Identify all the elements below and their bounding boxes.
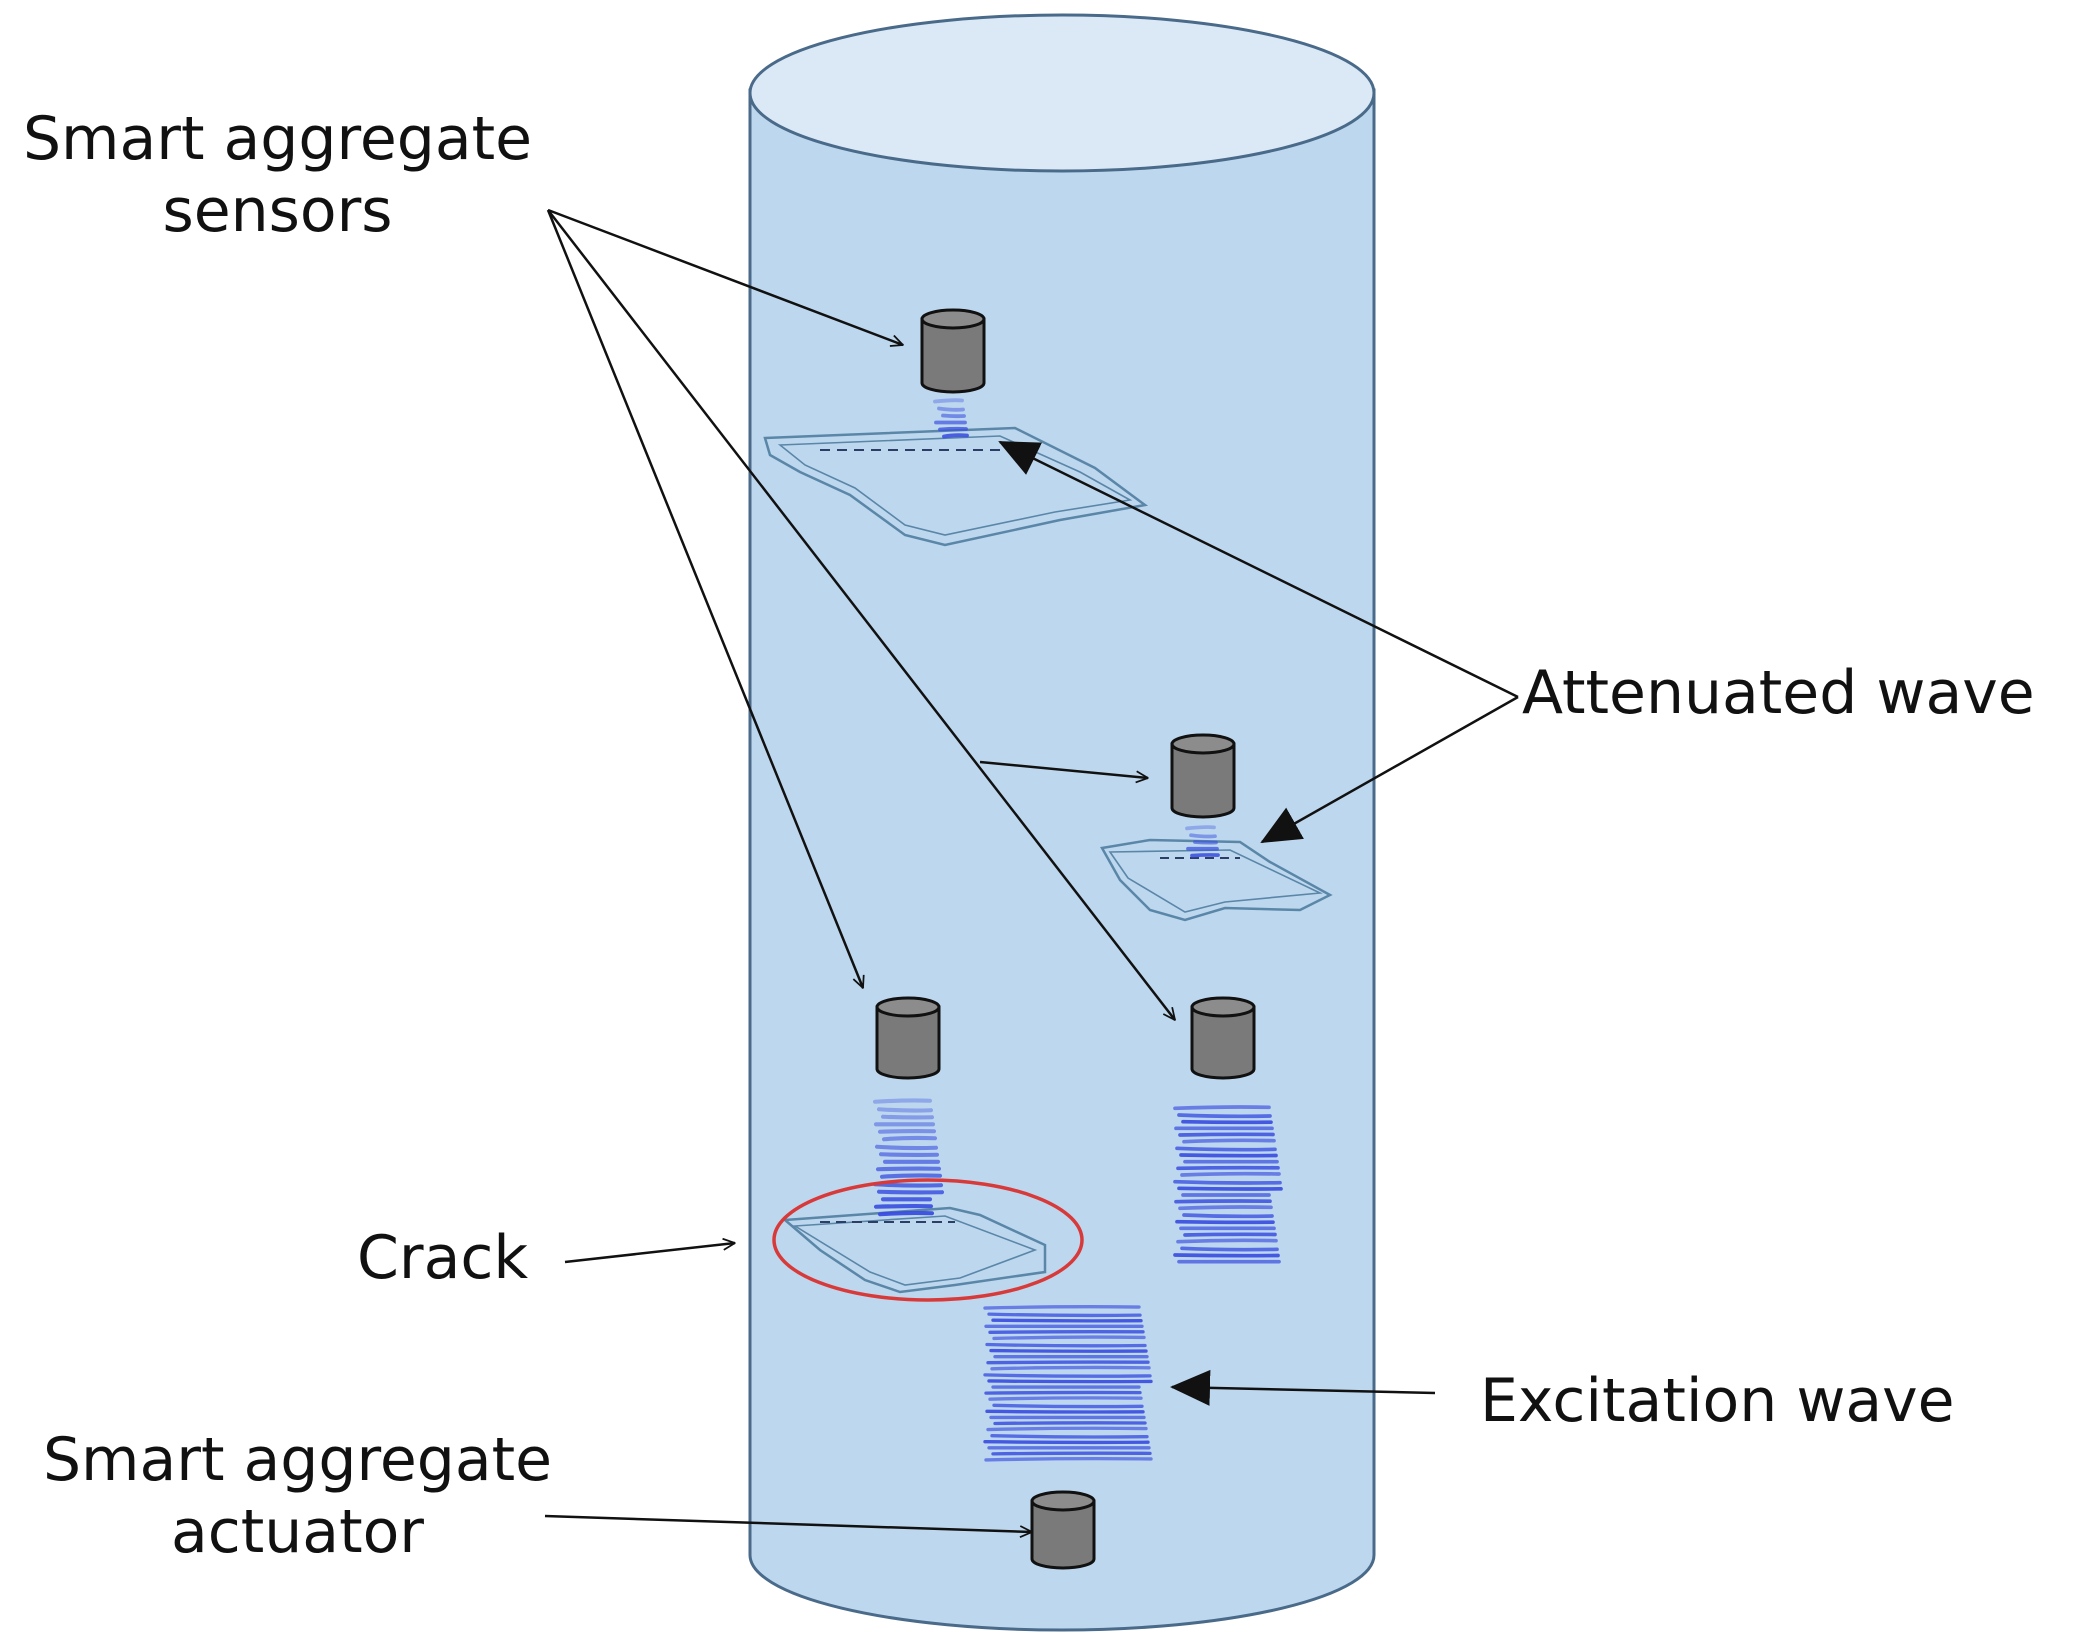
wave-bottom-left (872, 1098, 945, 1217)
sensor-bottom-left (875, 996, 941, 1080)
arrow-attenuated-middle (1260, 695, 1519, 844)
column-top (748, 13, 1376, 173)
arrow-to-sensor-top (547, 208, 903, 345)
cylinder-sensor-icon (1190, 996, 1256, 1080)
sensor-middle (1170, 733, 1236, 819)
arrow-to-sensor-middle (979, 760, 1148, 778)
wave-signals (872, 398, 1283, 1462)
crack-bottom (781, 1206, 1047, 1294)
arrow-to-sensor-bottom-left (546, 209, 863, 988)
cylinder-sensor-icon (920, 308, 986, 394)
excitation-wave-label: Excitation wave (1480, 1366, 1955, 1436)
arrow-attenuated-top (998, 440, 1519, 699)
sensors-label-line1: Smart aggregate (22, 104, 533, 174)
wave-top (933, 398, 969, 439)
crack-label: Crack (357, 1223, 529, 1293)
arrow-actuator (544, 1514, 1032, 1532)
sensor-top (920, 308, 986, 394)
cylinder-actuator-icon (1030, 1490, 1096, 1570)
cylinder-sensor-icon (875, 996, 941, 1080)
cracks (763, 426, 1333, 1294)
sensors-label-line2: sensors (162, 176, 393, 246)
attenuated-wave-label: Attenuated wave (1522, 658, 2035, 728)
actuator-label-line2: actuator (171, 1497, 424, 1567)
column-body (748, 88, 1376, 1632)
actuator-label-line1: Smart aggregate (42, 1425, 553, 1495)
sensor-bottom-right (1190, 996, 1256, 1080)
wave-middle (1185, 825, 1220, 858)
arrow-excitation (1170, 1369, 1436, 1406)
wave-excitation (983, 1305, 1153, 1462)
sensors-label: Smart aggregate sensors (10, 103, 545, 247)
sensors (875, 308, 1256, 1570)
crack-highlight-ellipse (772, 1178, 1084, 1302)
arrows (544, 208, 1519, 1532)
arrow-to-sensor-bottom-right (547, 209, 1175, 1020)
actuator (1030, 1490, 1096, 1570)
concrete-column (748, 13, 1376, 1632)
arrow-crack (564, 1243, 735, 1264)
actuator-label: Smart aggregate actuator (25, 1424, 570, 1568)
wave-bottom-right (1173, 1105, 1283, 1264)
cylinder-sensor-icon (1170, 733, 1236, 819)
